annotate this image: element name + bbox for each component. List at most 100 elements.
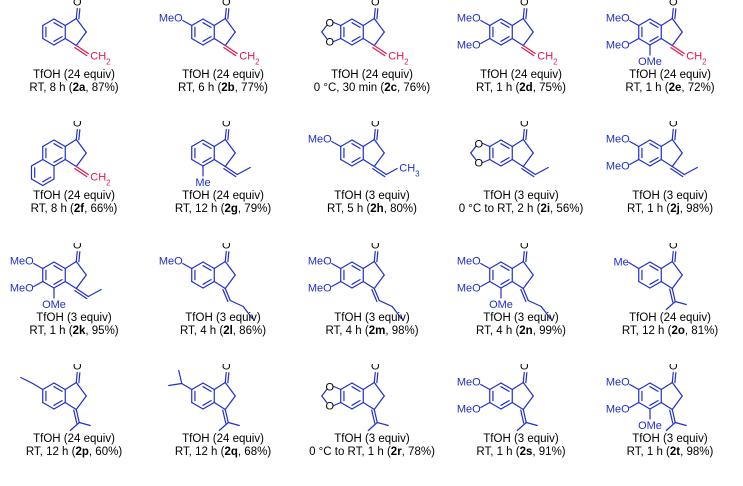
aromatic-bond	[42, 280, 55, 289]
ring-bond	[75, 274, 87, 290]
aromatic-bond	[340, 382, 353, 391]
aromatic-bond	[638, 261, 651, 270]
exocyclic-double-bond	[522, 408, 527, 424]
conditions-caption: TfOH (24 equiv)RT, 12 h (2p, 60%)	[0, 433, 148, 459]
me-label: Me	[195, 177, 210, 189]
aromatic-double-bond	[351, 36, 361, 42]
methoxy-bond	[331, 262, 342, 270]
carbonyl-oxygen-label: O	[520, 243, 529, 252]
yield-text: , 95%)	[85, 325, 119, 337]
compound-id: 2b	[221, 82, 235, 94]
compound-id: 2a	[72, 82, 86, 94]
aromatic-double-bond	[500, 143, 510, 149]
conditions-caption: TfOH (24 equiv)RT, 8 h (2f, 66%)	[0, 190, 148, 216]
exocyclic-double-bond	[670, 47, 684, 57]
result-text: RT, 12 h (2g, 79%)	[149, 203, 297, 216]
aromatic-bond	[649, 139, 662, 148]
ring-bond	[64, 401, 77, 411]
exocyclic-double-bond	[669, 288, 674, 303]
carbonyl-bond	[75, 128, 78, 141]
structure-2r: OOO	[321, 364, 389, 432]
conditions-caption: TfOH (3 equiv)RT, 4 h (2l, 86%)	[149, 312, 297, 338]
ring-bond	[511, 138, 524, 148]
ring-bond	[511, 381, 524, 391]
aromatic-bond	[500, 280, 513, 289]
aromatic-bond	[489, 382, 502, 391]
ring-bond	[64, 158, 77, 168]
ring-bond	[671, 260, 683, 276]
ring-bond	[224, 17, 236, 33]
ome-label: OMe	[42, 299, 66, 311]
exocyclic-double-bond	[373, 408, 378, 424]
ring-bond	[373, 152, 385, 168]
ring-oxygen-label: O	[325, 401, 334, 413]
carbonyl-oxygen-label: O	[669, 121, 678, 130]
carbonyl-bond	[525, 129, 528, 141]
aromatic-bond	[42, 139, 55, 148]
ring-bond	[224, 152, 236, 168]
ring-bond	[373, 274, 385, 290]
carbonyl-bond	[227, 8, 230, 20]
methoxy-bond	[331, 280, 342, 288]
exocyclic-double-bond	[521, 47, 535, 57]
result-text: RT, 8 h (2a, 87%)	[0, 82, 148, 95]
carbonyl-oxygen-label: O	[669, 364, 678, 373]
meo-label: MeO	[10, 283, 34, 295]
aromatic-bond	[489, 139, 502, 148]
methyl-bond	[674, 421, 687, 427]
ring-bond	[671, 17, 683, 33]
carbonyl-bond	[522, 7, 525, 20]
methoxy-bond	[182, 262, 193, 270]
ring-bond	[64, 280, 77, 290]
ring-bond	[213, 401, 226, 411]
ring-bond	[213, 37, 226, 47]
reagent-text: TfOH (24 equiv)	[33, 190, 115, 202]
aromatic-bond	[500, 37, 513, 46]
ring-bond	[373, 31, 385, 47]
chain-bond	[527, 299, 542, 308]
result-text: 0 °C to RT, 2 h (2i, 56%)	[447, 203, 595, 216]
aromatic-bond	[638, 401, 651, 410]
aromatic-double-bond	[500, 386, 510, 392]
conditions-caption: TfOH (3 equiv)RT, 1 h (2k, 95%)	[0, 312, 148, 338]
exocyclic-double-bond	[671, 165, 685, 176]
conditions-caption: TfOH (24 equiv)RT, 12 h (2o, 81%)	[596, 312, 743, 338]
ch3-label: CH3	[399, 163, 420, 179]
yield-text: , 78%)	[401, 446, 435, 458]
ring-bond	[75, 395, 87, 411]
yield-text: , 77%)	[234, 82, 268, 94]
aromatic-double-bond	[649, 265, 659, 271]
aromatic-bond	[638, 382, 651, 391]
ring-bond	[362, 401, 375, 411]
ring-bond	[522, 274, 534, 290]
exocyclic-double-bond	[224, 165, 238, 176]
carbonyl-bond	[227, 372, 230, 384]
condition-text: RT, 1 h (	[476, 446, 520, 458]
methyl-bond	[665, 300, 676, 311]
carbonyl-bond	[671, 250, 674, 263]
reagent-text: TfOH (24 equiv)	[33, 433, 115, 445]
ring-bond	[362, 260, 375, 270]
ring-bond	[64, 138, 77, 148]
carbonyl-bond	[671, 128, 674, 141]
compound-id: 2o	[671, 325, 685, 337]
yield-text: , 91%)	[532, 446, 566, 458]
aromatic-bond	[202, 401, 215, 410]
meo-label: MeO	[606, 40, 630, 52]
aromatic-double-bond	[500, 157, 510, 163]
aromatic-bond	[649, 261, 662, 270]
meo-label: MeO	[457, 256, 481, 268]
meo-label: MeO	[457, 40, 481, 52]
methoxy-bond	[480, 401, 491, 409]
carbonyl-oxygen-label: O	[371, 0, 380, 9]
ring-bond	[511, 17, 524, 27]
carbonyl-bond	[671, 371, 674, 384]
ring-bond	[511, 158, 524, 168]
